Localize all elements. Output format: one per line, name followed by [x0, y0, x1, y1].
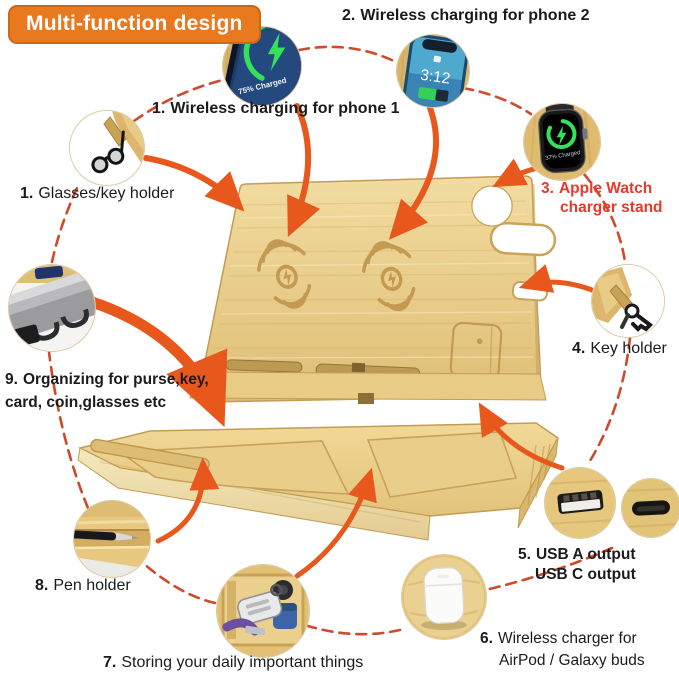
label-apple-watch-stand: 3.Apple Watch charger stand	[541, 179, 663, 218]
pointer-arrows	[86, 103, 600, 579]
battery-icon	[418, 87, 437, 101]
lightning-icon	[556, 125, 567, 146]
label-key-holder: 4.Key holder	[572, 339, 667, 360]
label-text: USB C output	[535, 565, 636, 583]
dashed-connector	[141, 561, 217, 605]
label-storing-things: 7.Storing your daily important things	[103, 653, 363, 674]
label-text: USB A output	[535, 546, 636, 563]
bamboo-backboard	[197, 175, 542, 403]
label-text: Wireless charger for	[497, 630, 637, 647]
photo-usb-a-port	[544, 467, 616, 539]
label-wireless-charger-buds: 6.Wireless charger for AirPod / Galaxy b…	[480, 628, 645, 673]
label-number: 8.	[35, 577, 49, 594]
dashed-connector	[50, 184, 80, 264]
label-text: AirPod / Galaxy buds	[499, 652, 645, 670]
label-number: 2.	[342, 7, 356, 24]
label-number: 5.	[518, 546, 531, 563]
tray-front-face	[77, 447, 431, 541]
label-text: Storing your daily important things	[121, 654, 364, 671]
phone2-time-text: 3:12	[419, 67, 451, 88]
pen-illustration	[74, 501, 150, 577]
tab-hole	[358, 393, 374, 404]
glasses-icon	[91, 130, 125, 174]
label-usb-outputs: 5.USB A output USB C output	[518, 545, 636, 585]
photo-purse-organizing	[8, 264, 96, 352]
airpods-case-icon	[423, 567, 465, 624]
photo-storing-things	[216, 564, 310, 658]
label-text: Wireless charging for phone 1	[170, 100, 400, 117]
dashed-connector	[586, 336, 632, 466]
wallet-icon	[9, 271, 95, 341]
watch-crown	[582, 128, 588, 140]
pen-icon	[74, 530, 140, 541]
charge-ring	[546, 119, 577, 150]
label-pen-holder: 8.Pen holder	[35, 576, 131, 597]
arrow-to-glasses-hook	[143, 155, 245, 212]
dashed-connector	[47, 350, 90, 510]
usb-c-illustration	[622, 479, 679, 537]
label-text: Apple Watch	[558, 180, 653, 197]
label-text: Key holder	[590, 340, 667, 357]
arrow-to-charger-2	[388, 105, 439, 240]
phone2-illustration: 3:12	[397, 35, 469, 107]
purse-illustration	[9, 265, 95, 351]
arrow-to-pen-groove	[155, 457, 220, 544]
photo-usb-c-port	[621, 478, 679, 538]
label-text: Organizing for purse,key,	[22, 371, 209, 388]
dashed-connector	[297, 45, 398, 64]
dashed-connector	[582, 172, 627, 264]
keys-illustration	[592, 265, 664, 337]
label-number: 4.	[572, 340, 586, 357]
lightning-icon	[267, 32, 286, 71]
storing-illustration	[217, 565, 309, 657]
label-text: Glasses/key holder	[38, 185, 175, 202]
photo-pen-holder	[73, 500, 151, 578]
photo-airpods	[401, 554, 487, 640]
glasses-illustration	[70, 111, 144, 185]
dashed-connector	[132, 78, 225, 123]
label-number: 7.	[103, 654, 117, 671]
dashed-connectors	[47, 45, 632, 636]
label-text: Pen holder	[53, 577, 131, 594]
arrow-to-charger-1	[287, 103, 321, 238]
watch-illustration: 37% Charged	[524, 104, 600, 180]
wireless-symbol-left	[257, 239, 312, 309]
keys-icon	[620, 303, 654, 332]
label-number: 1.	[152, 100, 166, 117]
label-glasses-key-holder: 1.Glasses/key holder	[20, 184, 174, 205]
wireless-symbol-right	[362, 241, 416, 312]
label-number: 3.	[541, 180, 554, 197]
label-organizing: 9.Organizing for purse,key, card, coin,g…	[5, 368, 209, 415]
photo-key-holder	[591, 264, 665, 338]
dashed-connector	[306, 624, 402, 636]
label-number: 9.	[5, 371, 18, 388]
arrow-to-tray	[86, 296, 228, 428]
airpods-illustration	[402, 555, 486, 639]
photo-phone2-charging: 3:12	[396, 34, 470, 108]
label-number: 1.	[20, 185, 34, 202]
phone-notch	[422, 39, 458, 53]
label-text: Wireless charging for phone 2	[360, 7, 590, 24]
photo-glasses-holder	[69, 110, 145, 186]
label-text: charger stand	[560, 199, 663, 217]
label-wireless-charging-phone2: 2.Wireless charging for phone 2	[342, 6, 590, 27]
label-wireless-charging-phone1: 1.Wireless charging for phone 1	[152, 99, 400, 120]
usb-c-port-icon	[632, 500, 670, 516]
tray-right-compartment	[366, 431, 518, 498]
dashed-connector	[461, 86, 533, 116]
badge-multi-function-design: Multi-function design	[8, 5, 261, 44]
arrow-to-right-compartment	[294, 467, 377, 579]
usb-a-illustration	[545, 468, 615, 538]
dashed-connector	[483, 546, 614, 592]
label-number: 6.	[480, 630, 493, 647]
photo-apple-watch: 37% Charged	[523, 103, 601, 181]
bamboo-tray	[77, 422, 559, 541]
label-text: card, coin,glasses etc	[5, 394, 167, 412]
usb-a-port-icon	[557, 490, 604, 514]
key-fob-item	[237, 583, 283, 625]
arrow-to-usb-ports	[478, 402, 565, 471]
arrow-to-key-notch	[518, 264, 600, 295]
watch-charger-hole	[471, 185, 557, 257]
